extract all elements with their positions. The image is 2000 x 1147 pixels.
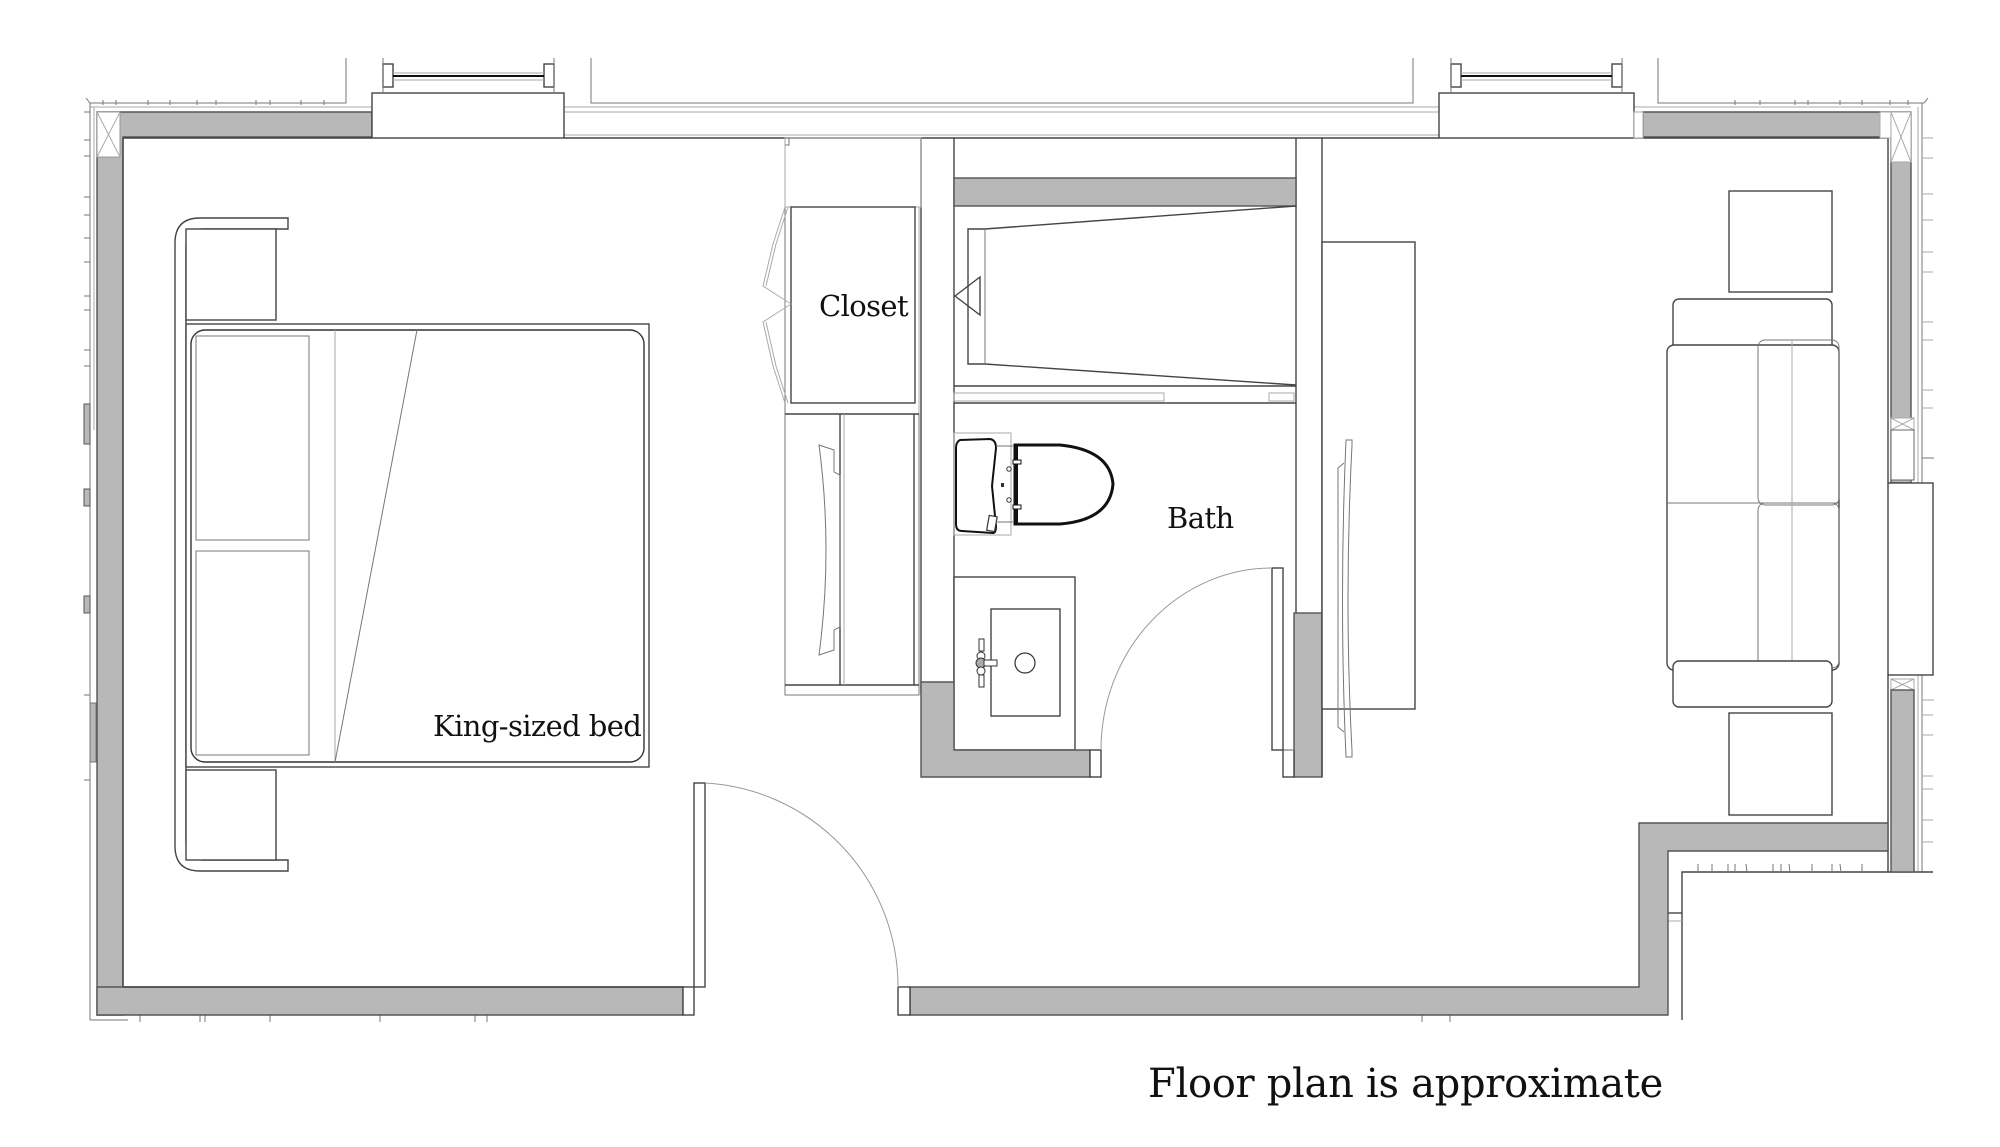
- shower: [953, 205, 1297, 404]
- toilet-icon: [953, 432, 1115, 536]
- wardrobe-mirror-icon: [818, 444, 841, 656]
- drain-icon: [953, 275, 981, 317]
- column-marker: [1890, 678, 1915, 691]
- sofa-back-cushion: [1757, 339, 1840, 506]
- entry-door[interactable]: [693, 782, 899, 988]
- disclaimer-caption: Floor plan is approximate: [1148, 1061, 1663, 1107]
- door-swing-arc: [704, 782, 899, 988]
- closet: Closet: [762, 137, 922, 696]
- window-right: [1438, 58, 1635, 139]
- pillow: [195, 550, 310, 756]
- side-table: [1728, 190, 1833, 293]
- bath-label: Bath: [1167, 501, 1234, 535]
- bed-label: King-sized bed: [433, 709, 641, 743]
- door-swing-arc: [1100, 567, 1273, 751]
- door-leaf: [1271, 567, 1284, 751]
- column-marker: [1633, 111, 1915, 481]
- nightstand: [185, 769, 277, 861]
- duvet-fold: [334, 329, 418, 763]
- exterior-outline: [83, 58, 1934, 1022]
- closet-label: Closet: [819, 289, 909, 323]
- closet-bifold-door[interactable]: [762, 206, 792, 404]
- door-leaf: [693, 782, 706, 988]
- side-table: [1728, 712, 1833, 816]
- tv-console: [1321, 138, 1416, 777]
- walls: [96, 58, 1934, 1016]
- sofa-arm: [1672, 660, 1833, 708]
- nightstand: [185, 228, 277, 321]
- sink-icon: [953, 576, 1076, 751]
- tv-icon: [1342, 439, 1353, 758]
- king-bed: King-sized bed: [174, 217, 650, 872]
- column-marker: [96, 111, 121, 158]
- sofa: [1666, 298, 1840, 708]
- bath-door[interactable]: [1100, 567, 1284, 751]
- pillow: [195, 335, 310, 541]
- bathroom: Bath: [920, 138, 1323, 778]
- balcony-opening: [1887, 482, 1934, 676]
- window-left: [371, 58, 565, 139]
